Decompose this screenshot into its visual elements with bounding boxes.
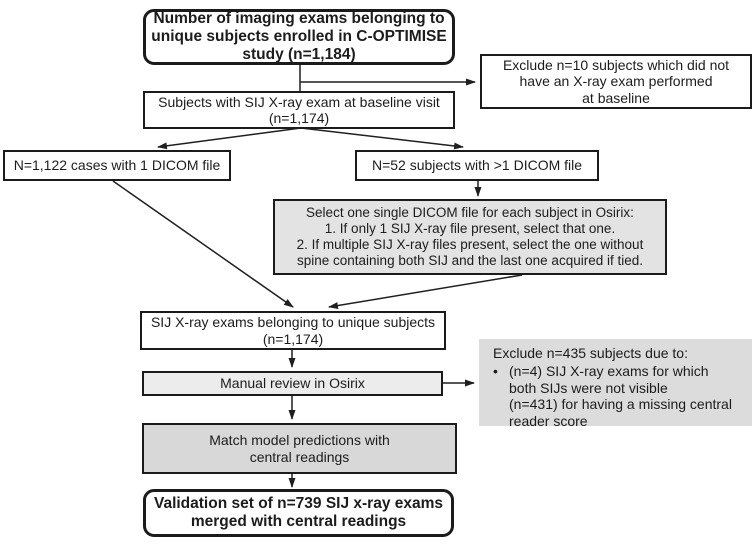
text-line: Manual review in Osirix [220,375,365,392]
node-multi-dicom: N=52 subjects with >1 DICOM file [355,150,599,181]
text-line: 1. If only 1 SIJ X-ray file present, sel… [324,221,616,237]
node-manual-review: Manual review in Osirix [142,371,443,396]
text-line: at baseline [582,89,650,106]
node-one-dicom: N=1,122 cases with 1 DICOM file [3,150,231,181]
text-line: SIJ X-ray exams belonging to unique subj… [150,314,436,331]
arrow-baseline-to-multi-dicom [300,127,464,150]
bullet-item: • (n=4) SIJ X-ray exams for which both S… [493,363,746,430]
text-line: central readings [249,448,350,465]
node-baseline-visit: Subjects with SIJ X-ray exam at baseline… [143,91,455,129]
node-unique-exams: SIJ X-ray exams belonging to unique subj… [140,311,446,350]
text-line: Validation set of n=739 SIJ x-ray exams [153,494,444,512]
node-exclude-manual: Exclude n=435 subjects due to: • (n=4) S… [479,339,752,429]
node-exclude-baseline: Exclude n=10 subjects which did not have… [480,54,752,109]
arrow-select-to-unique [328,274,523,309]
text-line: Number of imaging exams belonging to [153,9,445,27]
text-line: 2. If multiple SIJ X-ray files present, … [296,237,644,252]
node-select-rule: Select one single DICOM file for each su… [273,199,667,275]
node-total-exams: Number of imaging exams belonging to uni… [143,9,455,65]
text-line: spine containing both SIJ and the last o… [297,252,643,268]
text-line: (n=1,174) [268,110,330,126]
node-validation-set: Validation set of n=739 SIJ x-ray exams … [143,489,454,537]
text-line: N=1,122 cases with 1 DICOM file [13,157,221,174]
text-line: study (n=1,184) [242,46,356,64]
arrow-baseline-to-one-dicom [157,127,302,150]
text-line: (n=4) SIJ X-ray exams for which [509,362,709,379]
text-line: Exclude n=10 subjects which did not [502,56,730,73]
text-line: Select one single DICOM file for each su… [306,205,634,221]
text-line: unique subjects enrolled in C-OPTIMISE [151,27,447,45]
text-line: have an X-ray exam performed [519,73,713,90]
text-line: Subjects with SIJ X-ray exam at baseline… [158,93,440,110]
bullet-text: (n=4) SIJ X-ray exams for which both SIJ… [509,363,732,430]
text-line: Match model predictions with [209,432,390,449]
text-line: (n=1,174) [262,330,324,347]
text-line: (n=431) for having a missing central [509,396,732,413]
bullet-glyph: • [493,362,498,379]
node-match-predictions: Match model predictions with central rea… [142,423,457,474]
text-line: N=52 subjects with >1 DICOM file [371,157,583,174]
text-line: reader score [509,413,588,430]
arrow-one-dicom-to-unique [112,180,294,308]
text-line: Exclude n=435 subjects due to: [493,345,688,361]
text-line: merged with central readings [190,513,407,530]
text-line: both SIJs were not visible [509,379,668,396]
